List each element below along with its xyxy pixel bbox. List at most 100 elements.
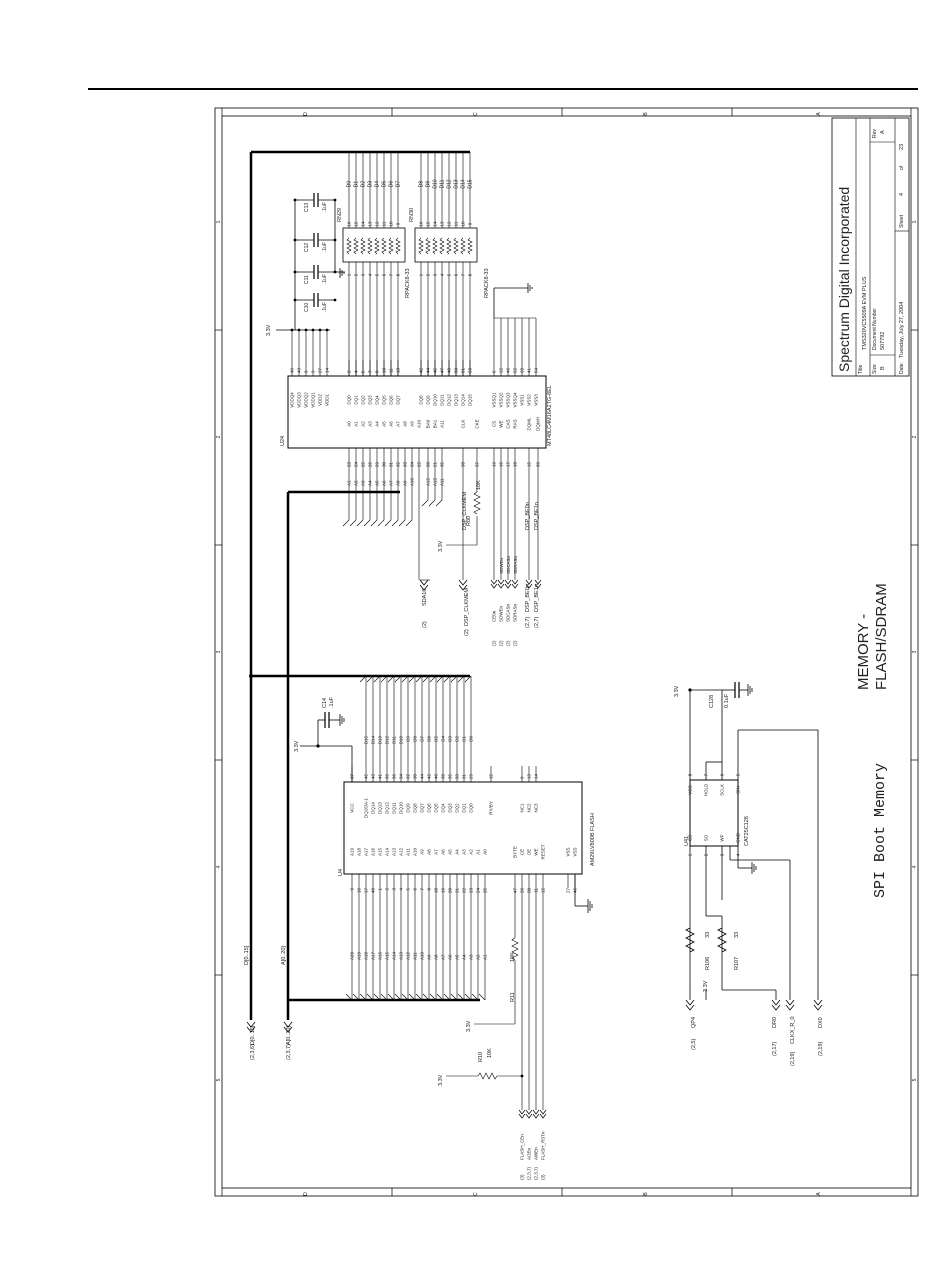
flash-pin-name: DQ9 [406,803,411,813]
flash-addr-entry [436,993,444,1001]
flash-data-entry [387,675,395,683]
rn29-resistor [395,237,401,255]
sdram-pin-number: 54 [534,367,539,373]
date-value: Tuesday, July 27, 2004 [899,302,905,358]
sdram-pin-name: CS [492,421,497,427]
sdram-bank-entry [421,499,429,507]
flash-pin-name: DQ0 [469,803,474,813]
frame-zone-ticks [215,108,918,1196]
flash-addr-net: A5 [455,954,460,960]
flash-ctl-net: FLASH_CEn [520,1134,525,1160]
flash-pin-name: A9 [420,849,425,855]
flash-addr-entry [380,993,388,1001]
c14-ref: C14 [322,698,328,708]
doc-number-label: Document Number [872,308,878,350]
sdram-pin-name: VDD1 [325,394,330,407]
flash-addr-net: A8 [434,954,439,960]
be0-port-ref: (2,7) [525,617,531,628]
flash-pin-number: 39 [385,773,390,779]
spi-pin-name: SCLK [720,784,725,796]
flash-supply-label: 3.3V [294,740,300,752]
flash-ctl-net: AWEn [534,1147,539,1160]
sdram-pin-name: CAS [506,419,511,428]
rn30-ref: RN30 [409,208,415,222]
date-label: Date: [899,362,905,374]
sdram-pin-name: BA0 [426,419,431,428]
bus-wiring [249,150,480,1020]
flash-addr-entry [415,993,423,1001]
be1-net: DSP_BE1n [534,502,540,530]
dx0-port: DX0 [818,1017,824,1028]
rn30-net-label: D9 [426,181,432,188]
flash-pin-name: NC2 [527,803,532,812]
spi-pin-name: SIN [736,786,741,794]
cap-ref: C10 [304,303,310,312]
ctrl-sdram-net: SDWEn [499,558,504,575]
clkmem-arrow [458,579,468,591]
sdram-u24: U24 MT48LC4M16A2TG-8EL 49VDDQ443VDDQ39VD… [280,317,553,467]
sdram-pin-name: WE [499,420,504,427]
sdram-pin-name: VSSQ2 [499,392,504,408]
sdram-addr-net: A3 [361,480,366,486]
flash-pin-name: DQ10 [399,802,404,814]
zone-letter-top: A [816,112,822,116]
zone-letter-bottom: B [643,1192,649,1196]
flash-addr-entry [478,993,486,1001]
ctrl-port-ref: (2) [492,640,497,646]
junction-dot [520,1074,524,1078]
flash-data-net: D10 [399,736,404,745]
cap-value: .1uF [322,202,328,212]
spi-supply-label: 3.3V [674,685,680,697]
cap-gap [314,199,318,201]
sdram-addr-net: A6 [382,480,387,486]
sdram-addr-entry [391,519,399,527]
sdram-pin-name: A8 [403,421,408,427]
clkmem-net: DSP_CLKMEM [462,492,468,530]
flash-addr-net: A10 [420,951,425,960]
cap-gap [314,239,318,241]
flash-data-entry [457,675,465,683]
flash-pin-number: 9 [520,776,525,779]
zone-number-right: 1 [912,220,918,223]
flash-pin-number: 13 [527,773,532,779]
sdram-addr-entry [349,519,357,527]
flash-u4: U4 AM29LV800B FLASH 37VCC45DQ15/A-1D1543… [338,675,596,1001]
junction-dot [293,198,297,202]
size-label: Size [872,364,878,374]
sdram-addr-entry [398,519,406,527]
r10-resistor [477,1072,498,1080]
r107-value: 33 [734,932,740,938]
flash-addr-net: A4 [462,954,467,960]
flash-pin-name: A8 [427,849,432,855]
spi-wiring [685,682,823,1011]
r11-ref: R11 [510,992,516,1002]
flash-data-entry [450,675,458,683]
flash-pin-number: 43 [371,773,376,779]
flash-addr-net: A6 [448,954,453,960]
sdram-pin-name: DQ11 [440,394,445,406]
rn30-resistor [432,237,438,255]
sdram-pin-name: DQ6 [389,395,394,405]
zone-number-right: 2 [912,435,918,438]
rn30-value: RPACK8-33 [484,268,490,298]
sheet-number: 4 [899,193,905,196]
size-value: B [880,366,886,370]
flash-data-entry [359,675,367,683]
sdram-pin-name: DQ14 [461,394,466,406]
rn29-resistor [353,237,359,255]
flash-data-entry [366,675,374,683]
ctrl-port-net: CE0n [492,610,497,622]
rn29-net-label: D3 [368,181,374,188]
flash-pin-number: 32 [406,773,411,779]
d-bus-port: D[0..15] [250,1025,256,1045]
flash-addr-net: A7 [441,954,446,960]
bus-port-arrows [246,1021,293,1033]
flash-pin-name: NC3 [534,803,539,812]
zone-number-left: 5 [216,1078,222,1081]
cap-value: .1uF [322,274,328,284]
sdram-addr-net: A10 [410,477,415,486]
sdram-pin-name: A0 [347,421,352,427]
zone-letter-top: C [473,112,479,116]
